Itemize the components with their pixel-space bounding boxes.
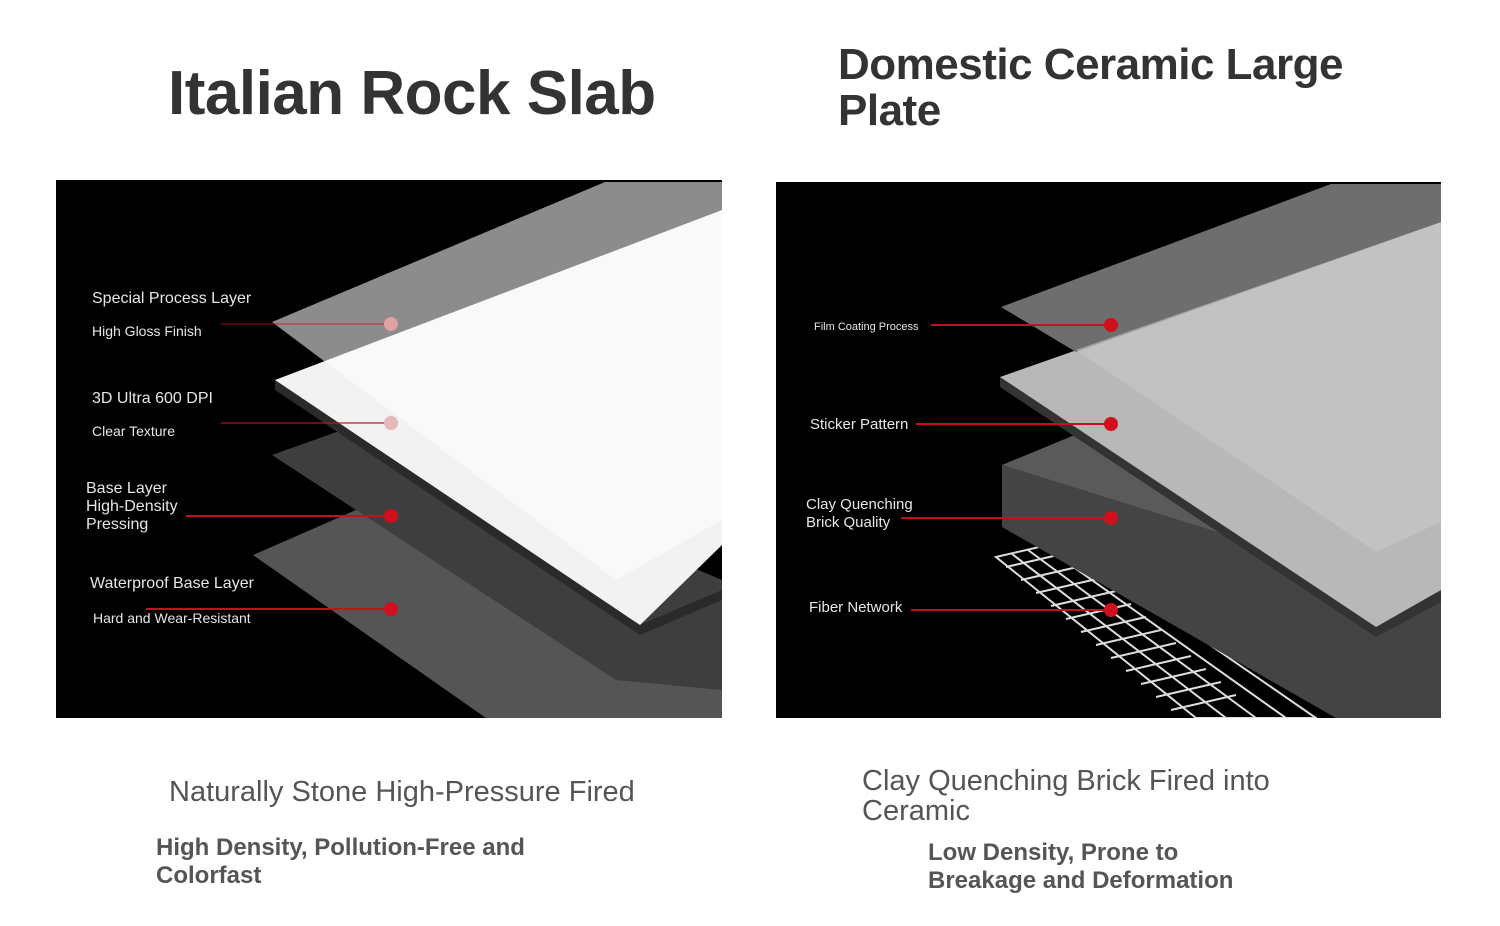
right-caption: Clay Quenching Brick Fired into Ceramic bbox=[862, 765, 1270, 827]
rock-slab-layers-graphic bbox=[146, 182, 722, 718]
callouts bbox=[146, 317, 398, 616]
texture-layer-edge bbox=[275, 380, 722, 635]
right-title: Domestic Ceramic Large Plate bbox=[838, 40, 1344, 135]
left-caption: Naturally Stone High-Pressure Fired bbox=[169, 776, 635, 808]
gloss-layer bbox=[272, 182, 722, 580]
label-high-gloss-finish: High Gloss Finish bbox=[92, 323, 202, 339]
ceramic-plate-layer-diagram: Film Coating Process Sticker Pattern Cla… bbox=[776, 182, 1441, 718]
ceramic-plate-layers-graphic bbox=[901, 184, 1441, 718]
base-layer bbox=[272, 425, 722, 690]
clay-brick-block-side bbox=[1002, 465, 1441, 718]
label-fiber-network: Fiber Network bbox=[809, 599, 903, 616]
label-3d-ultra-600-dpi: 3D Ultra 600 DPI bbox=[92, 390, 213, 407]
label-clear-texture: Clear Texture bbox=[92, 423, 176, 439]
label-waterproof-base-layer: Waterproof Base Layer bbox=[90, 575, 254, 592]
film-coating-layer bbox=[1001, 184, 1441, 352]
right-summary: Low Density, Prone to Breakage and Defor… bbox=[928, 839, 1234, 894]
label-hard-wear-resistant: Hard and Wear-Resistant bbox=[93, 610, 251, 626]
label-special-process-layer: Special Process Layer bbox=[92, 290, 252, 307]
rock-slab-layer-diagram: Special Process Layer High Gloss Finish … bbox=[56, 180, 722, 718]
callouts bbox=[901, 318, 1118, 617]
marble-surface bbox=[1076, 222, 1441, 552]
label-film-coating-process: Film Coating Process bbox=[814, 321, 919, 333]
label-sticker-pattern: Sticker Pattern bbox=[810, 416, 909, 433]
label-clay-quenching-brick-quality: Clay Quenching Brick Quality bbox=[806, 496, 913, 531]
left-summary: High Density, Pollution-Free and Colorfa… bbox=[156, 834, 525, 889]
label-base-layer: Base Layer High-Density Pressing bbox=[86, 480, 178, 533]
left-title: Italian Rock Slab bbox=[168, 59, 656, 128]
